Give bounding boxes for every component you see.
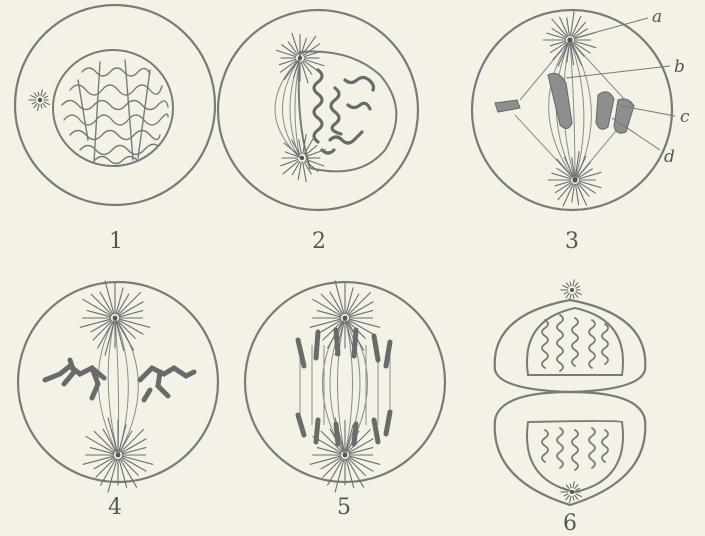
cell-4-chromosomes: [45, 360, 194, 400]
cell-1-centrosome: [28, 89, 49, 111]
cell-2-centrosome-top: [276, 33, 324, 83]
cell-6-centrosome-top: [560, 279, 581, 301]
label-d: d: [664, 147, 675, 167]
cell-5-centrosome-top: [310, 281, 380, 356]
figure-number-6: 6: [563, 511, 577, 536]
figure-number-1: 1: [109, 229, 123, 254]
cell-6-centrosome-bottom: [560, 481, 581, 503]
cell-2-spindle: [275, 58, 300, 158]
cell-5-centrosome-bottom: [310, 418, 380, 493]
cell-1: 1: [15, 5, 215, 254]
cell-2-chromosomes: [314, 70, 374, 153]
label-a: a: [652, 7, 662, 27]
cell-3: a b c d 3: [472, 7, 690, 254]
cell-2: 2: [218, 10, 418, 254]
figure-number-2: 2: [312, 229, 326, 254]
label-b: b: [674, 57, 685, 77]
label-c: c: [680, 107, 690, 127]
cell-4-centrosome-bottom: [83, 418, 153, 493]
chromosome-3b: [548, 73, 572, 128]
cell-2-membrane: [218, 10, 418, 210]
cell-3-chromosomes: [495, 73, 634, 133]
figure-number-5: 5: [337, 495, 351, 520]
cell-6: 6: [495, 279, 646, 536]
figure-number-3: 3: [565, 229, 579, 254]
chromosome-3a: [495, 100, 520, 112]
cell-6-chromatin-bottom: [542, 428, 608, 470]
cell-6-chromatin-top: [542, 315, 608, 371]
chromosome-3d: [614, 99, 634, 133]
figure-number-4: 4: [108, 495, 122, 520]
cell-4: 4: [18, 281, 218, 520]
cell-6-daughter-top: [495, 300, 646, 392]
cell-3-centrosome-top: [543, 11, 596, 66]
cell-4-centrosome-top: [80, 281, 150, 356]
cell-1-chromatin: [62, 60, 168, 164]
chromosome-3c: [596, 92, 614, 129]
cell-5: 5: [245, 281, 445, 520]
cell-1-membrane: [15, 5, 215, 205]
cell-6-nucleus-bottom: [527, 421, 623, 492]
